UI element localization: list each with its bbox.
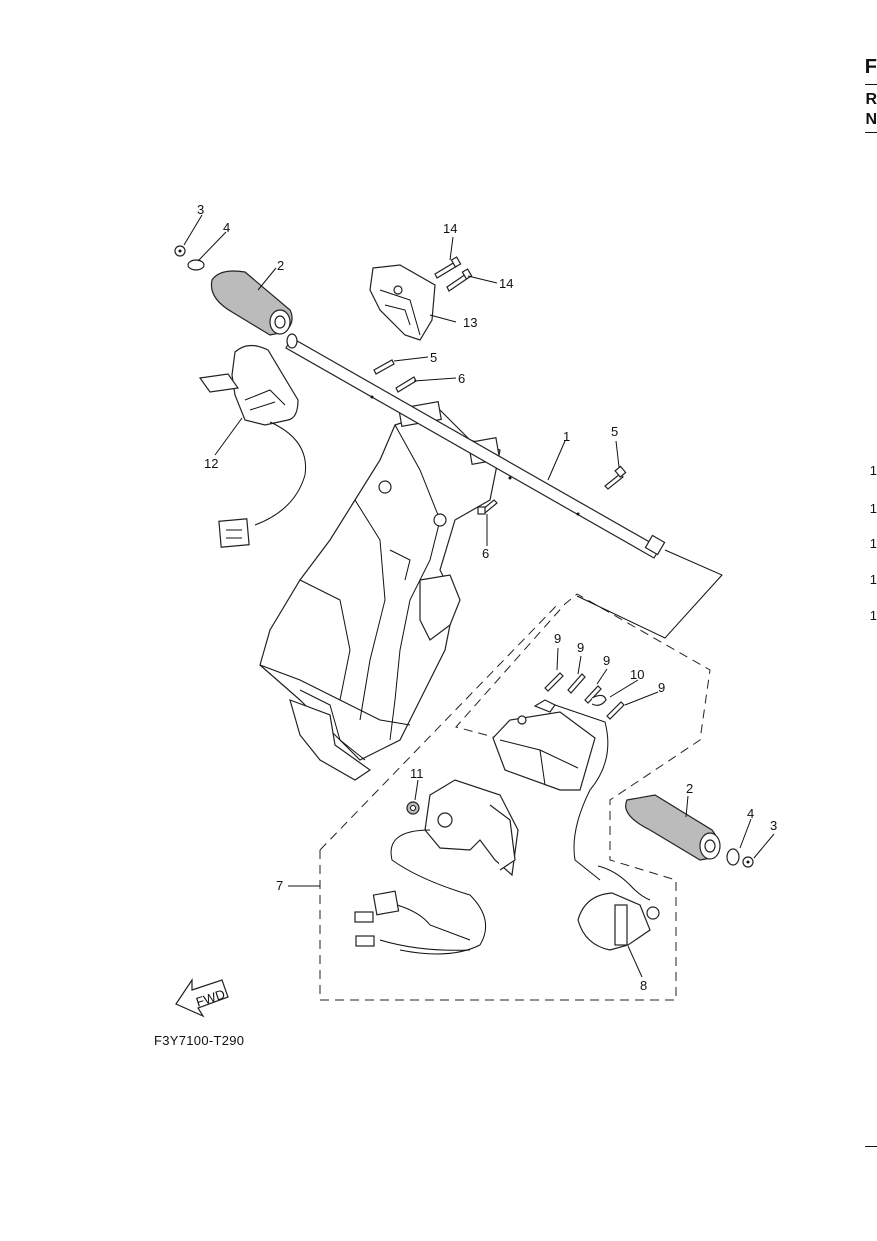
callout-9: 9 bbox=[554, 631, 561, 646]
bolts-lower bbox=[477, 465, 627, 515]
left-switch bbox=[198, 344, 307, 548]
edge-rule bbox=[865, 132, 877, 133]
callout-7: 7 bbox=[276, 878, 283, 893]
callout-9: 9 bbox=[658, 680, 665, 695]
right-screw bbox=[742, 856, 754, 868]
callout-12: 12 bbox=[204, 456, 218, 471]
right-washer bbox=[726, 848, 740, 866]
callout-3: 3 bbox=[770, 818, 777, 833]
callout-9: 9 bbox=[577, 640, 584, 655]
stop-switch bbox=[577, 865, 660, 951]
switch-assembly-group-outline bbox=[319, 593, 711, 1001]
left-screw bbox=[174, 245, 186, 257]
callout-13: 13 bbox=[463, 315, 477, 330]
bracket-bolts bbox=[434, 256, 473, 292]
callout-14: 14 bbox=[499, 276, 513, 291]
callout-11: 11 bbox=[410, 766, 424, 781]
callout-1: 1 bbox=[563, 429, 570, 444]
steering-column bbox=[259, 400, 501, 781]
right-grip bbox=[625, 794, 721, 861]
callout-14: 14 bbox=[443, 221, 457, 236]
figure-code: F3Y7100-T290 bbox=[154, 1033, 245, 1048]
edge-rule bbox=[865, 1146, 877, 1147]
edge-number: 1 bbox=[869, 463, 877, 478]
callout-4: 4 bbox=[223, 220, 230, 235]
callout-3: 3 bbox=[197, 202, 204, 217]
edge-number: 1 bbox=[869, 608, 877, 623]
edge-letter-n: N bbox=[865, 111, 877, 128]
left-washer bbox=[187, 259, 205, 271]
bracket bbox=[369, 264, 436, 341]
callout-6: 6 bbox=[458, 371, 465, 386]
left-grip bbox=[210, 270, 293, 336]
handlebar-end-leader bbox=[576, 549, 723, 639]
edge-rule bbox=[865, 84, 877, 85]
switch-assembly-group-outline-2 bbox=[319, 601, 561, 851]
nut bbox=[406, 801, 420, 815]
edge-number: 1 bbox=[869, 536, 877, 551]
callout-9: 9 bbox=[603, 653, 610, 668]
wiring-harness bbox=[354, 829, 487, 955]
fwd-arrow-icon: FWD bbox=[175, 978, 229, 1018]
edge-letter-r: R bbox=[865, 91, 877, 108]
callout-2: 2 bbox=[277, 258, 284, 273]
edge-letter-f: F bbox=[864, 56, 877, 78]
leader-lines bbox=[183, 214, 775, 978]
callout-5: 5 bbox=[430, 350, 437, 365]
handlebar bbox=[285, 333, 666, 559]
edge-number: 1 bbox=[869, 501, 877, 516]
callout-8: 8 bbox=[640, 978, 647, 993]
callout-10: 10 bbox=[630, 667, 644, 682]
right-switch-housing bbox=[492, 699, 609, 881]
switch-screws bbox=[544, 672, 625, 720]
callout-6: 6 bbox=[482, 546, 489, 561]
bolts-upper bbox=[373, 359, 417, 393]
edge-number: 1 bbox=[869, 572, 877, 587]
right-lever bbox=[424, 779, 519, 877]
callouts: 3 4 2 14 14 13 5 6 12 1 5 6 9 9 9 10 9 1… bbox=[197, 202, 777, 993]
callout-4: 4 bbox=[747, 806, 754, 821]
callout-5: 5 bbox=[611, 424, 618, 439]
callout-2: 2 bbox=[686, 781, 693, 796]
